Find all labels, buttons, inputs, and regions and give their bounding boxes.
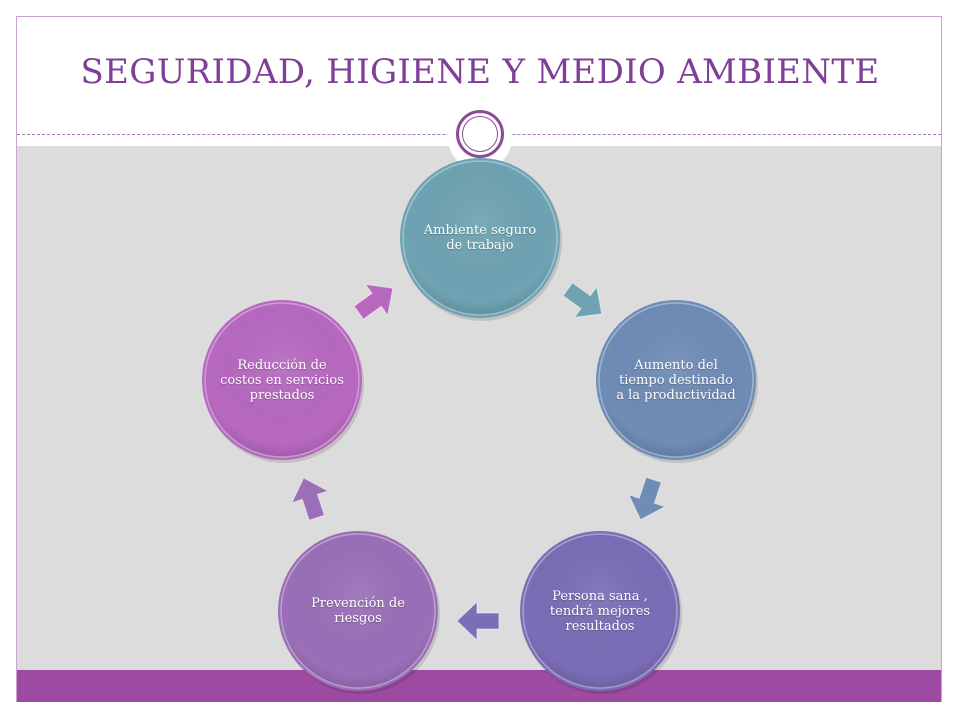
node-persona-label: Persona sana , tendrá mejores resultados	[549, 588, 651, 634]
slide-title: SEGURIDAD, HIGIENE Y MEDIO AMBIENTE	[80, 52, 880, 92]
node-reduccion-rim	[204, 302, 360, 458]
ring-ornament-icon	[456, 110, 504, 158]
node-prevencion-rim	[280, 533, 436, 689]
arrow-5-to-1-shape	[353, 283, 394, 320]
footer-bar	[17, 670, 941, 702]
node-aumento-label: Aumento del tiempo destinado a la produc…	[616, 357, 736, 403]
arrow-1-to-2-shape	[562, 282, 603, 319]
arrow-3-to-4	[456, 600, 500, 642]
node-reduccion-label: Reducción de costos en servicios prestad…	[220, 357, 344, 403]
node-prevencion-label: Prevención de riesgos	[311, 596, 405, 626]
node-persona-rim	[522, 533, 678, 689]
arrow-4-to-5-shape	[290, 477, 330, 521]
node-prevencion	[278, 531, 440, 694]
node-aumento	[596, 300, 758, 463]
arrows-layer	[290, 282, 667, 642]
arrow-4-to-5	[290, 477, 330, 521]
arrow-2-to-3	[627, 476, 667, 521]
nodes-layer	[202, 158, 758, 694]
node-aumento-rim	[598, 302, 754, 458]
arrow-1-to-2	[562, 282, 603, 319]
node-ambiente-rim	[402, 160, 558, 316]
arrow-3-to-4-shape	[456, 600, 500, 642]
node-persona	[520, 531, 682, 694]
node-ambiente-label: Ambiente seguro de trabajo	[423, 223, 537, 253]
node-reduccion	[202, 300, 364, 463]
arrow-2-to-3-shape	[627, 476, 667, 521]
node-ambiente	[400, 158, 562, 321]
arrow-5-to-1	[353, 283, 394, 320]
